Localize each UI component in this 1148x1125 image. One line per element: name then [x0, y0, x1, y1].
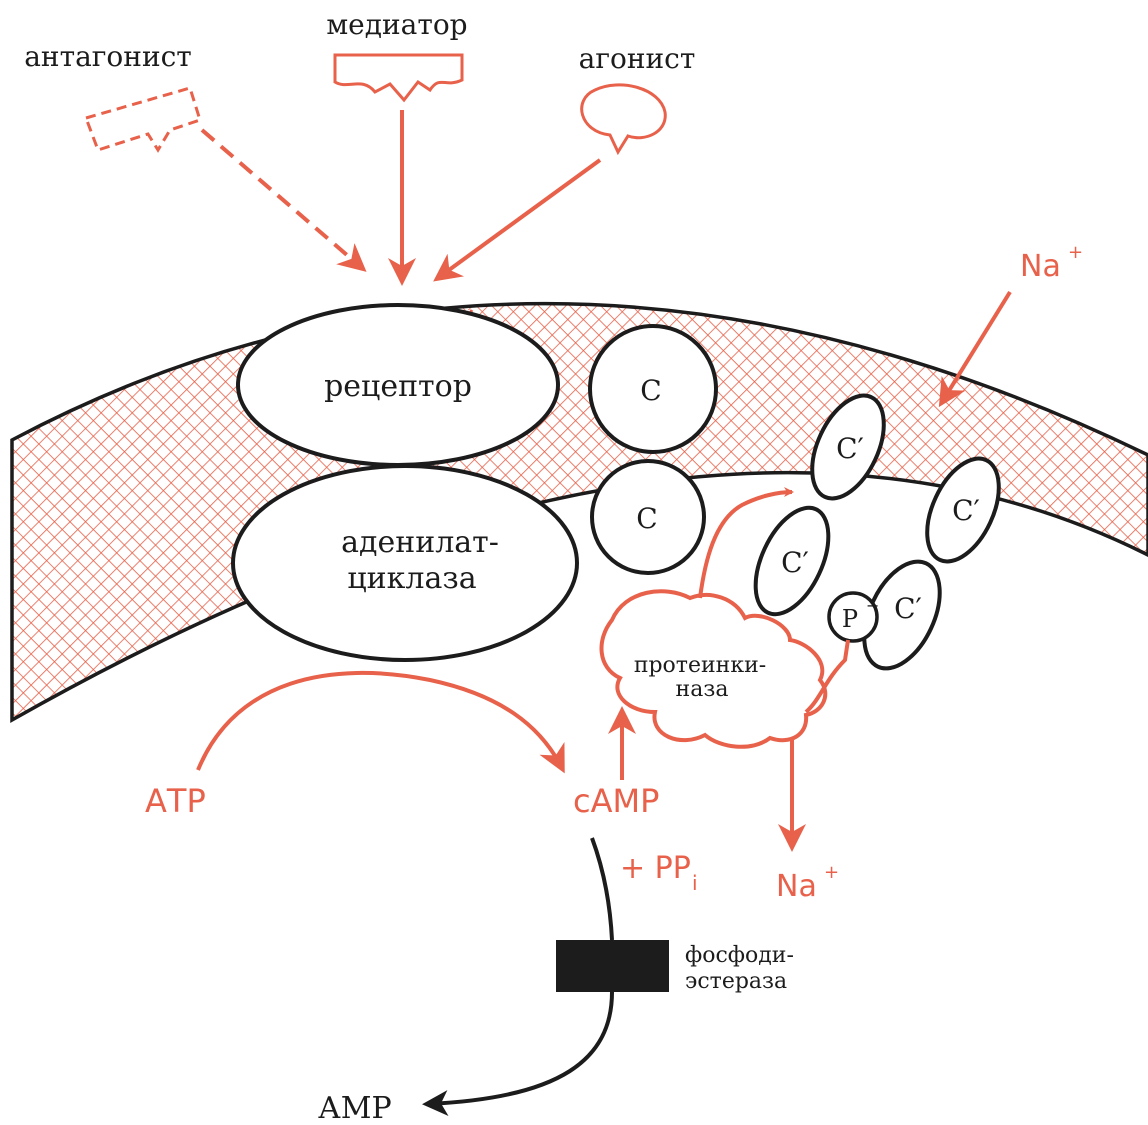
agonist-arrow	[438, 160, 600, 278]
antagonist-arrow	[202, 130, 362, 268]
adenylate-cyclase-label-line2: циклаза	[347, 561, 476, 596]
na-inside-charge: +	[824, 862, 839, 883]
agonist-ligand[interactable]: агонист	[579, 42, 696, 152]
antagonist-label: антагонист	[24, 40, 192, 73]
adenylate-cyclase[interactable]: аденилат- циклаза	[233, 466, 577, 660]
amp-arrow	[428, 992, 612, 1104]
c-subunit-lower-label: С	[636, 502, 657, 535]
agonist-label: агонист	[579, 42, 696, 75]
pyrophosphate: + PP i	[620, 851, 698, 895]
receptor-label: рецептор	[324, 369, 472, 404]
antagonist-shape	[86, 88, 200, 150]
sodium-inside: Na +	[776, 862, 839, 904]
na-inside-label: Na	[776, 869, 817, 904]
mediator-shape	[335, 55, 462, 100]
c-prime-1-label: С′	[836, 432, 864, 465]
antagonist-ligand[interactable]: антагонист	[24, 40, 200, 150]
protein-kinase-label-line1: протеинки-	[634, 653, 766, 678]
c-subunit-upper-label: С	[640, 374, 661, 407]
receptor[interactable]: рецептор	[238, 305, 558, 465]
camp-degradation-path	[592, 838, 612, 940]
c-subunit-lower[interactable]: С	[592, 461, 704, 573]
atp-label: АТР	[145, 782, 206, 820]
protein-kinase[interactable]: протеинки- наза	[602, 591, 826, 747]
phosphodiesterase-block[interactable]	[556, 940, 669, 992]
c-subunit-upper[interactable]: С	[590, 326, 716, 452]
mediator-ligand[interactable]: медиатор	[326, 8, 467, 100]
c-prime-subunit-2[interactable]: С′	[741, 497, 844, 626]
pp-subscript: i	[692, 871, 698, 895]
adenylate-cyclase-label-line1: аденилат-	[341, 525, 499, 560]
c-prime-4-label: С′	[894, 592, 922, 625]
protein-kinase-label-line2: наза	[676, 677, 729, 702]
phosphate-group[interactable]: Р −	[829, 593, 879, 641]
amp-label: АМР	[318, 1091, 392, 1125]
na-outside-charge: +	[1068, 242, 1083, 263]
phosphate-label: Р	[842, 605, 858, 633]
atp-to-camp-arrow	[198, 673, 562, 770]
c-prime-3-label: С′	[952, 494, 980, 527]
phosphate-charge: −	[866, 596, 879, 615]
phosphodiesterase-label-line1: фосфоди-	[685, 943, 794, 968]
c-prime-2-label: С′	[781, 546, 809, 579]
camp-label: сАМР	[573, 782, 659, 820]
agonist-shape	[582, 85, 666, 152]
sodium-outside: Na +	[1020, 242, 1083, 284]
pp-label: + PP	[620, 851, 691, 886]
mediator-label: медиатор	[326, 8, 467, 41]
na-outside-label: Na	[1020, 249, 1061, 284]
phosphodiesterase-label-line2: эстераза	[685, 969, 787, 994]
